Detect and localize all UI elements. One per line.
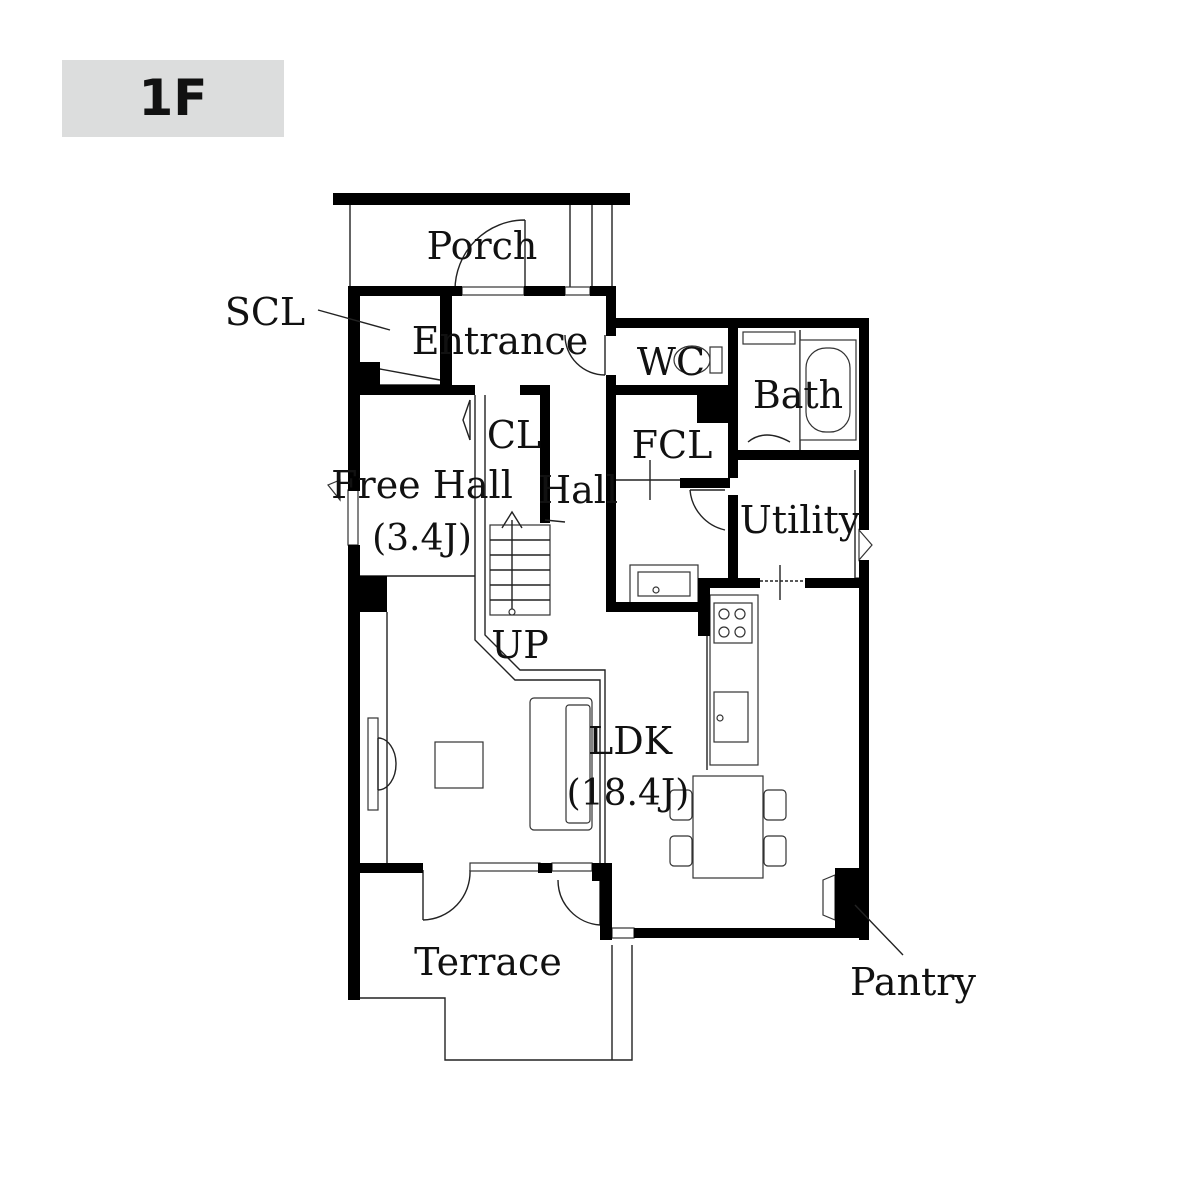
hall-leader: [544, 519, 566, 523]
label-free-hall: Free Hall: [331, 463, 513, 507]
label-terrace: Terrace: [414, 940, 562, 984]
bathtub: [742, 331, 857, 443]
tv-stand: [367, 717, 397, 811]
dining-table-set: [669, 775, 787, 879]
walls: [333, 193, 869, 1000]
label-scl: SCL: [225, 290, 305, 334]
label-fcl: FCL: [632, 423, 713, 467]
washbasin: [629, 564, 699, 604]
pantry-leader: [854, 904, 904, 956]
label-porch: Porch: [427, 224, 538, 268]
coffee-table: [434, 741, 484, 789]
label-ldk-size: (18.4J): [567, 773, 690, 814]
label-free-hall-size: (3.4J): [372, 518, 472, 559]
scl-leader: [317, 309, 391, 331]
label-hall: Hall: [538, 468, 618, 512]
fixtures: [367, 331, 857, 879]
label-cl: CL: [487, 413, 541, 457]
floor-label: 1F: [138, 69, 208, 127]
leader-lines: [317, 309, 904, 956]
toilet: [673, 345, 723, 375]
label-wc: WC: [637, 340, 705, 384]
label-up: UP: [491, 623, 549, 667]
label-utility: Utility: [740, 498, 861, 542]
floor-badge: [62, 60, 284, 137]
staircase: [489, 510, 551, 616]
sofa: [529, 697, 593, 831]
label-bath: Bath: [753, 373, 843, 417]
label-pantry: Pantry: [850, 960, 976, 1004]
label-entrance: Entrance: [412, 319, 589, 363]
kitchen-counter: [709, 594, 759, 766]
room-labels: Porch SCL Entrance WC Bath CL FCL Free H…: [225, 224, 977, 1004]
label-ldk: LDK: [588, 719, 673, 763]
